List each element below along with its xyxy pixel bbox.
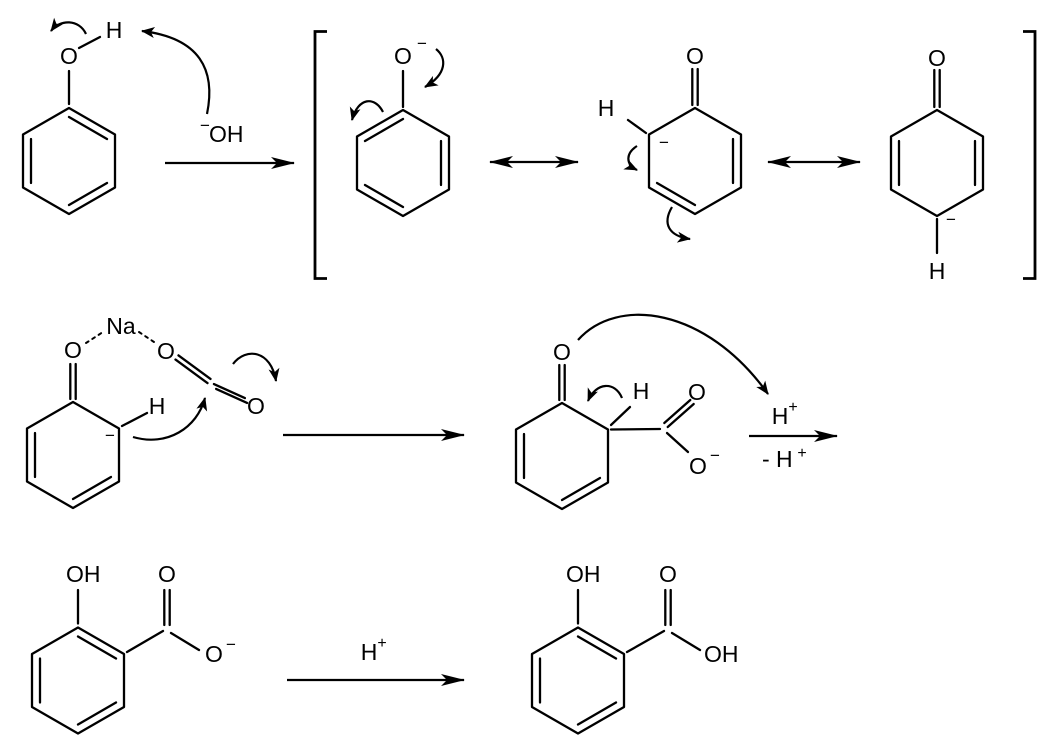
carboxyl-c-o-double-bond (663, 398, 695, 429)
bracket-left (313, 30, 327, 280)
carboxyl-c-o-double-bond (664, 588, 672, 627)
na-o-coordination-bond (138, 331, 155, 343)
phenol-hydroxyl-label: OH (566, 561, 601, 587)
phenoxide-minus-charge: − (417, 34, 427, 53)
curved-arrow-carbanion (623, 145, 638, 171)
ortho-carbanion-structure: O H − (598, 43, 743, 243)
cyclohexadienone-ring (514, 401, 610, 511)
co2-oxygen-top-label: O (157, 338, 175, 364)
acid-hydroxyl-label: OH (704, 641, 739, 667)
curved-arrow-c-h-to-ring (586, 384, 624, 402)
double-bond-inner-lines (522, 432, 602, 502)
c-o-double-bond (691, 67, 699, 107)
o-h-bond (77, 35, 102, 50)
sodium-phenoxide-co2-complex: O Na O O H − (25, 313, 280, 510)
carboxylate-oxygen-label: O (689, 453, 707, 479)
co2-oxygen-bottom-label: O (247, 393, 265, 419)
ketone-c-o-double-bond (558, 363, 566, 402)
curved-arrow-oxygen-lone-pair (424, 48, 445, 88)
hydroxide-label: OH (209, 121, 244, 147)
para-minus-charge: − (946, 210, 956, 229)
o-na-coordination-bond (85, 331, 104, 344)
carboxylate-oxygen-label: O (205, 641, 223, 667)
carbanion-minus-charge: − (105, 426, 115, 445)
curved-arrow-enolate-to-proton (577, 313, 769, 395)
c-h-bond (609, 405, 632, 427)
c-o-double-bond (69, 362, 77, 401)
hydrogen-label: H (149, 393, 166, 419)
double-bond-inner-lines (29, 115, 109, 207)
carboxylate-minus-charge: − (226, 635, 236, 654)
para-carbanion-structure: O − H (889, 45, 985, 284)
proton-plus-charge: + (788, 399, 797, 416)
curved-arrow-carbanion-to-co2 (132, 397, 208, 441)
carboxyl-c-o-double-bond (163, 588, 171, 627)
protonation-conditions: H + - H + (749, 399, 838, 472)
carbonyl-oxygen-label: O (659, 561, 677, 587)
c-h-bond (626, 118, 648, 135)
cyclohexadienone-ring (889, 108, 985, 218)
c-h-bond (120, 411, 149, 428)
para-hydrogen-label: H (929, 258, 946, 284)
double-bond-inner-lines (38, 635, 118, 726)
bracket-right (1023, 30, 1037, 280)
ortho-hydrogen-label: H (598, 95, 615, 121)
sodium-label: Na (106, 313, 136, 339)
c-o-double-bond (933, 68, 941, 109)
proton-plus-charge: + (377, 635, 386, 652)
phenoxide-structure: O − (349, 34, 451, 218)
double-bond-inner-lines (655, 137, 735, 207)
final-protonation: H + (287, 635, 465, 686)
co2-double-bond-2 (212, 382, 249, 405)
curved-arrow-ring-pi-bond (349, 100, 384, 121)
curved-arrow-co2-pi-bond (232, 352, 280, 382)
proton-label: H (361, 639, 378, 665)
carboxylate-minus-charge: − (710, 446, 720, 465)
deprotonation-plus-charge: + (797, 445, 806, 462)
deprotonation-label: - H (762, 446, 793, 472)
curved-arrow-hydroxide-to-proton (141, 27, 211, 115)
carboxyl-c-o-single-bond (169, 631, 201, 652)
proton-label: H (772, 403, 789, 429)
double-bond-inner-lines (363, 117, 443, 209)
salicylic-acid-structure: OH O OH (530, 561, 739, 735)
para-oxygen-label: O (928, 45, 946, 71)
benzene-ring (355, 108, 451, 218)
ketone-oxygen-label: O (553, 339, 571, 365)
phenol-hydroxyl-label: OH (66, 561, 101, 587)
c-carboxyl-bond (125, 629, 165, 654)
ortho-minus-charge: − (659, 133, 669, 152)
carbonyl-oxygen-label: O (688, 379, 706, 405)
double-bond-inner-lines (33, 431, 113, 501)
salicylate-structure: OH O O − (30, 561, 236, 735)
double-bond-inner-lines (897, 139, 977, 187)
benzene-ring (21, 106, 117, 216)
co2-double-bond-1 (174, 354, 212, 385)
benzene-ring (30, 626, 126, 735)
curved-arrow-oh-bond-to-oxygen (50, 17, 87, 35)
ortho-oxygen-label: O (686, 43, 704, 69)
benzene-ring (530, 626, 626, 735)
phenol-hydrogen-label: H (106, 17, 123, 43)
cyclohexadienone-ring (25, 400, 121, 510)
hydroxide-attack: − OH (141, 27, 244, 147)
carbonyl-oxygen-label: O (158, 561, 176, 587)
phenol-structure: O H (21, 17, 123, 216)
carboxyl-c-o-single-bond (665, 431, 690, 454)
carboxyl-c-oh-bond (670, 631, 702, 652)
hydrogen-label: H (633, 378, 650, 404)
phenoxide-oxygen-label: O (394, 43, 412, 69)
carboxylate-adduct-structure: O H O O − (514, 313, 769, 511)
phenoxide-oxygen-label: O (64, 337, 82, 363)
c-carboxyl-bond (609, 427, 662, 431)
hydroxide-minus-charge: − (200, 116, 210, 135)
curved-arrow-diene-pi-bond (666, 206, 691, 243)
double-bond-inner-lines (538, 635, 618, 726)
cyclohexadienone-ring (647, 106, 743, 216)
c-carboxyl-bond (625, 629, 666, 654)
phenol-oxygen-label: O (60, 43, 78, 69)
